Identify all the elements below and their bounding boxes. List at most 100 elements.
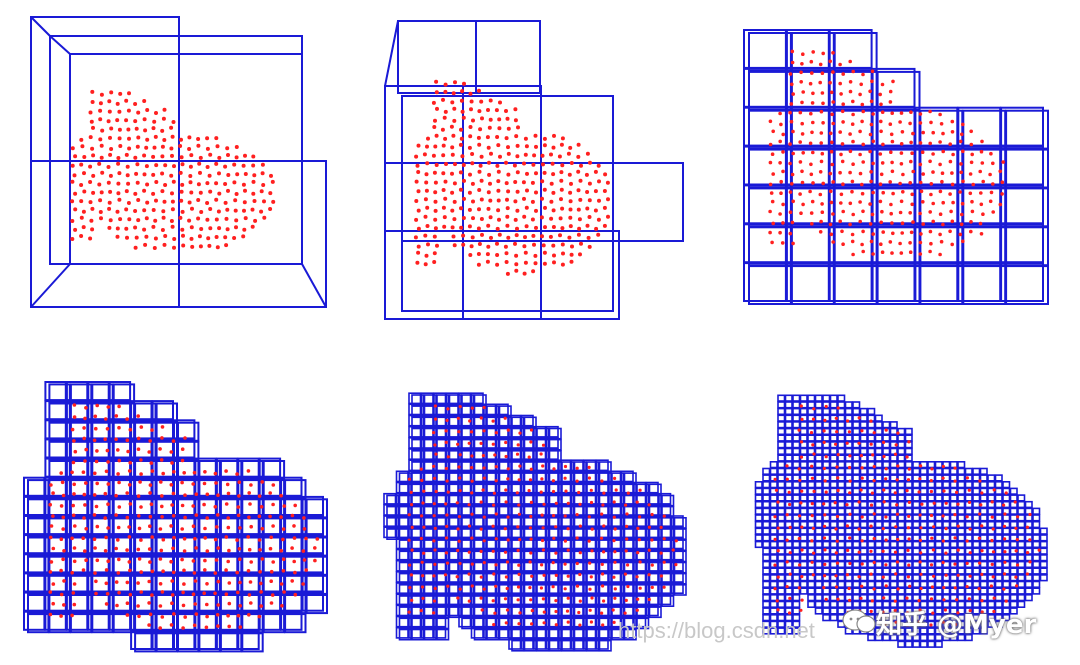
point (956, 548, 960, 552)
point (260, 480, 264, 484)
point (801, 202, 805, 207)
point (169, 219, 174, 223)
point (488, 117, 493, 122)
voxel-wireframe (30, 16, 327, 308)
point (192, 571, 197, 575)
point (988, 172, 992, 177)
point (224, 535, 229, 539)
point (194, 513, 199, 517)
voxel (957, 106, 1002, 147)
point (461, 115, 466, 120)
voxel (792, 481, 801, 489)
voxel (1024, 527, 1033, 535)
point (259, 505, 264, 509)
voxel (882, 587, 891, 595)
voxel (108, 610, 132, 631)
point (559, 197, 563, 202)
point (1002, 587, 1006, 591)
voxel (792, 421, 801, 429)
voxel (258, 610, 282, 631)
point (61, 527, 65, 531)
voxel-back-face (962, 265, 1007, 306)
voxel (889, 487, 898, 495)
voxel (545, 481, 559, 494)
point (94, 579, 98, 584)
point (452, 217, 457, 222)
voxel-back-face (486, 461, 500, 473)
point (901, 172, 905, 177)
point (72, 173, 77, 178)
voxel-back-face (536, 461, 550, 473)
voxel (108, 515, 132, 536)
voxel (859, 567, 868, 575)
voxel (595, 571, 609, 583)
voxel (792, 461, 801, 469)
point (576, 169, 581, 174)
point (587, 465, 591, 469)
voxel (1000, 106, 1045, 147)
voxel-back-face (411, 394, 425, 406)
point (441, 97, 445, 102)
point (83, 416, 87, 421)
point (62, 549, 66, 553)
point (530, 574, 534, 578)
voxel (964, 547, 973, 555)
point (790, 82, 794, 87)
point (918, 477, 922, 481)
voxel-back-face (598, 628, 612, 641)
voxel (130, 400, 153, 421)
point (810, 514, 814, 518)
point (480, 232, 484, 237)
voxel (533, 615, 547, 628)
point (958, 232, 963, 237)
point (442, 115, 447, 120)
voxel (897, 494, 906, 502)
point (496, 188, 501, 193)
voxel (889, 567, 898, 575)
point (505, 223, 510, 228)
point (504, 488, 508, 492)
voxel (1000, 184, 1045, 225)
point (785, 538, 789, 542)
point (890, 221, 894, 225)
point (809, 211, 814, 215)
voxel-back-face (498, 561, 512, 574)
point (471, 216, 475, 221)
voxel-back-face (112, 536, 136, 557)
voxel (520, 582, 534, 594)
point (414, 217, 419, 222)
voxel (882, 481, 891, 489)
voxel (608, 526, 622, 539)
point (523, 260, 528, 265)
point (196, 198, 201, 202)
point (505, 116, 510, 121)
point (528, 586, 532, 590)
voxel (837, 461, 846, 469)
voxel (545, 425, 559, 438)
voxel (837, 414, 846, 422)
point (907, 440, 911, 444)
point (504, 500, 508, 504)
point (523, 136, 528, 141)
voxel (44, 495, 67, 517)
voxel (904, 614, 913, 622)
voxel-back-face (648, 595, 662, 607)
voxel (545, 593, 559, 606)
voxel-back-face (661, 528, 675, 540)
voxel (495, 571, 509, 583)
point (116, 161, 121, 166)
point (443, 573, 448, 577)
point (497, 232, 502, 237)
voxel-back-face (436, 483, 450, 496)
voxel (814, 394, 823, 402)
voxel-back-face (561, 494, 575, 507)
voxel (458, 526, 472, 539)
point (894, 620, 898, 624)
point (523, 235, 527, 240)
voxel (1000, 262, 1045, 303)
point (105, 448, 110, 453)
point-cloud (413, 79, 610, 276)
voxel (957, 467, 966, 475)
voxel-back-face (623, 494, 637, 507)
point (160, 436, 164, 440)
